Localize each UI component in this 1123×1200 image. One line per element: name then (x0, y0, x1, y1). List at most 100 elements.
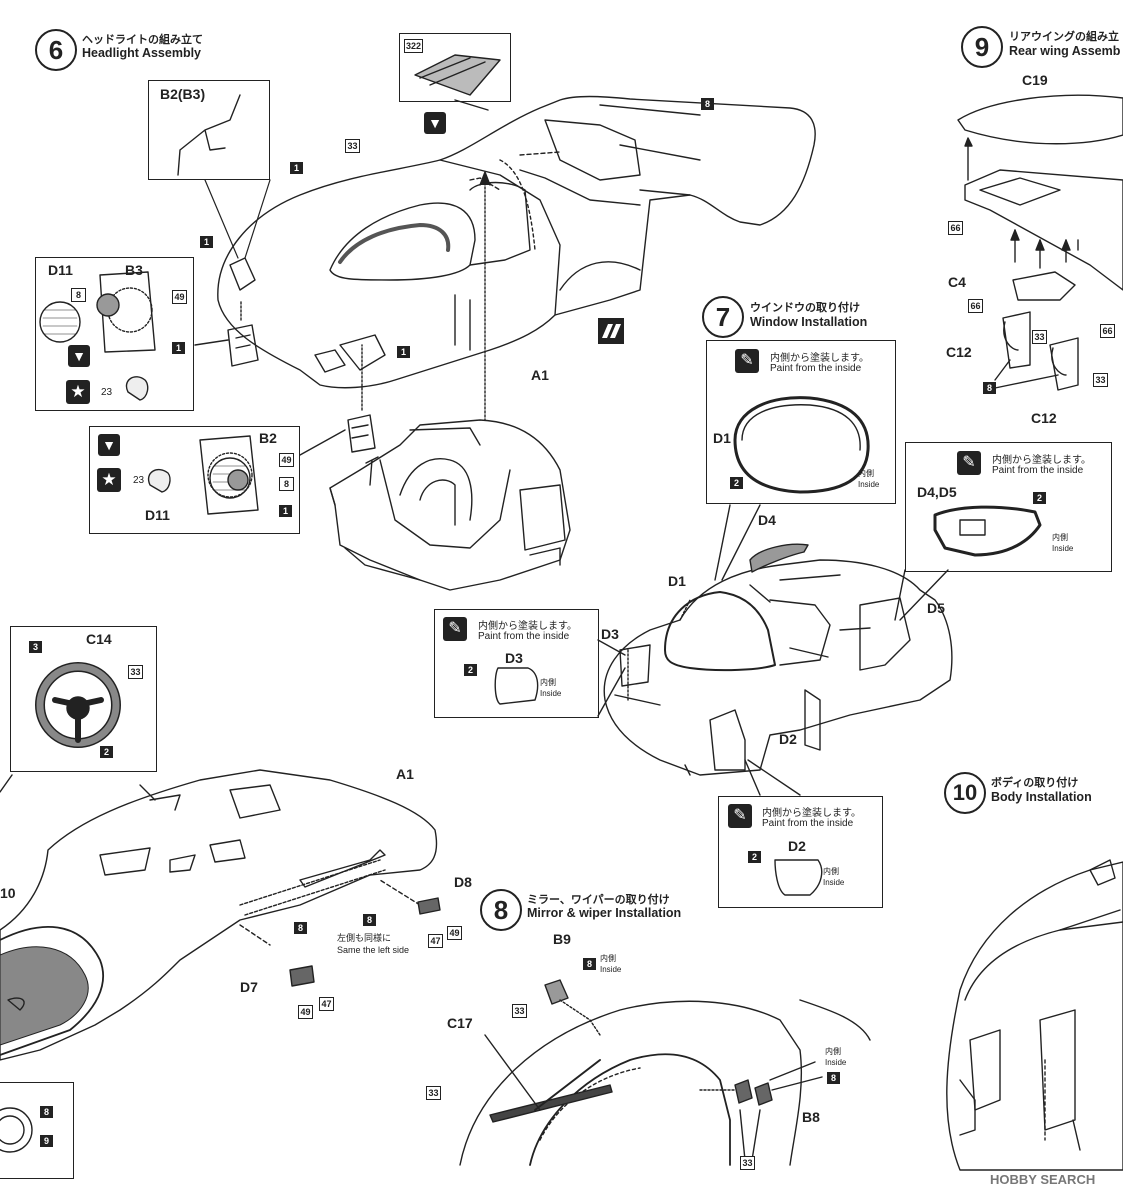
front-body-mirror-wiper-drawing (459, 979, 871, 1166)
color-8-tag-5: 8 (294, 922, 307, 934)
color-33-tag-6: 33 (426, 1086, 441, 1100)
color-49-tag-2: 49 (279, 453, 294, 467)
color-1-tag: 1 (172, 342, 185, 354)
color-47-tag: 47 (428, 934, 443, 948)
label-d5: D5 (927, 600, 945, 616)
label-d8: D8 (454, 874, 472, 890)
label-ten: 10 (0, 885, 16, 901)
wheel-detail-box (0, 1082, 74, 1179)
paint-note-en-3: Paint from the inside (478, 631, 570, 642)
paint-note-en: Paint from the inside (770, 363, 862, 374)
step-9-title-en: Rear wing Assemb (1009, 44, 1121, 58)
inside-en-3: Inside (540, 689, 562, 698)
step-6-title-jp: ヘッドライトの組み立て (82, 34, 203, 46)
paint-note-jp-3: 内側から塗装します。 (478, 621, 577, 632)
paint-note-jp-4: 内側から塗装します。 (762, 808, 861, 819)
decal-star-icon: ★ (66, 380, 90, 404)
color-1-tag-5: 1 (397, 346, 410, 358)
rear-wing-drawing (957, 94, 1123, 391)
step-6-number: 6 (35, 29, 77, 71)
cement-icon-2: ▼ (98, 434, 120, 456)
decal-322-box (399, 33, 511, 102)
color-322-tag: 322 (404, 39, 424, 53)
label-c12-right: C12 (1031, 410, 1057, 426)
color-8-tag-9: 8 (827, 1072, 840, 1084)
decal-23-label-2: 23 (133, 475, 145, 486)
inside-en-6: Inside (825, 1058, 847, 1067)
step-7-title-jp: ウインドウの取り付け (750, 302, 860, 314)
b2-b3-detail-box (148, 80, 270, 180)
color-1-tag-2: 1 (279, 505, 292, 517)
label-d3-popup: D3 (505, 650, 523, 666)
color-49-tag-4: 49 (298, 1005, 313, 1019)
color-2-tag-5: 2 (100, 746, 113, 758)
color-1-tag-3: 1 (290, 162, 303, 174)
c14-steering-box (10, 626, 157, 772)
paint-note-en-4: Paint from the inside (762, 818, 854, 829)
headlight-b2-box (89, 426, 300, 534)
chassis-tub-drawing (329, 419, 571, 591)
color-8-tag-6: 8 (363, 914, 376, 926)
label-b3: B3 (125, 262, 143, 278)
label-d4-d5: D4,D5 (917, 484, 957, 500)
body-installation-drawing (946, 859, 1123, 1171)
label-d7: D7 (240, 979, 258, 995)
watermark: HOBBY SEARCH (990, 1172, 1096, 1187)
paint-brush-icon: ✎ (735, 349, 759, 373)
color-2-tag: 2 (730, 477, 743, 489)
paint-note-jp: 内側から塗装します。 (770, 353, 869, 364)
cement-icon: ▼ (68, 345, 90, 367)
color-33-tag-3: 33 (1093, 373, 1108, 387)
inside-en-5: Inside (600, 965, 622, 974)
d1-paint-box (706, 340, 896, 504)
inside-en: Inside (858, 480, 880, 489)
body-shell-bottom-drawing (0, 769, 438, 1061)
paint-brush-icon-2: ✎ (957, 451, 981, 475)
d2-paint-box (718, 796, 883, 908)
step-6-title-en: Headlight Assembly (82, 46, 202, 60)
color-66-tag-2: 66 (968, 299, 983, 313)
label-c4: C4 (948, 274, 966, 290)
color-33-tag-4: 33 (128, 665, 143, 679)
inside-jp-6: 内側 (825, 1047, 841, 1056)
label-d1-popup: D1 (713, 430, 731, 446)
inside-en-4: Inside (823, 878, 845, 887)
color-3-tag: 3 (29, 641, 42, 653)
color-66-tag: 66 (948, 221, 963, 235)
label-d11-upper: D11 (48, 262, 73, 278)
label-c19: C19 (1022, 72, 1048, 88)
color-8-tag-4: 8 (983, 382, 996, 394)
inside-jp-3: 内側 (540, 678, 556, 687)
step-7-title-en: Window Installation (750, 315, 868, 329)
step-8-title-en: Mirror & wiper Installation (527, 906, 682, 920)
color-47-tag-2: 47 (319, 997, 334, 1011)
inside-jp-2: 内側 (1052, 533, 1068, 542)
label-b2-b3: B2(B3) (160, 86, 206, 102)
color-33-tag-5: 33 (512, 1004, 527, 1018)
color-66-tag-3: 66 (1100, 324, 1115, 338)
color-49-tag-3: 49 (447, 926, 462, 940)
color-33-tag-7: 33 (740, 1156, 755, 1170)
same-left-jp: 左側も同様に (337, 933, 392, 943)
color-8-tag-2: 8 (279, 477, 294, 491)
body-shell-windows-drawing (603, 543, 953, 776)
color-2-tag-3: 2 (464, 664, 477, 676)
color-2-tag-2: 2 (1033, 492, 1046, 504)
step-8-number: 8 (480, 889, 522, 931)
label-a1-bottom: A1 (396, 766, 414, 782)
label-b8: B8 (802, 1109, 820, 1125)
inside-en-2: Inside (1052, 544, 1074, 553)
label-a1-top: A1 (531, 367, 549, 383)
color-1-tag-4: 1 (200, 236, 213, 248)
paint-note-jp-2: 内側から塗装します。 (992, 455, 1091, 466)
decal-star-icon-2: ★ (97, 468, 121, 492)
inside-jp-5: 内側 (600, 954, 616, 963)
color-33-tag-2: 33 (1032, 330, 1047, 344)
d3-paint-box (434, 609, 599, 718)
color-9-tag: 9 (40, 1135, 53, 1147)
label-d3: D3 (601, 626, 619, 642)
label-d2-popup: D2 (788, 838, 806, 854)
step-10-title-jp: ボディの取り付け (991, 777, 1079, 789)
step-10-number: 10 (944, 772, 986, 814)
